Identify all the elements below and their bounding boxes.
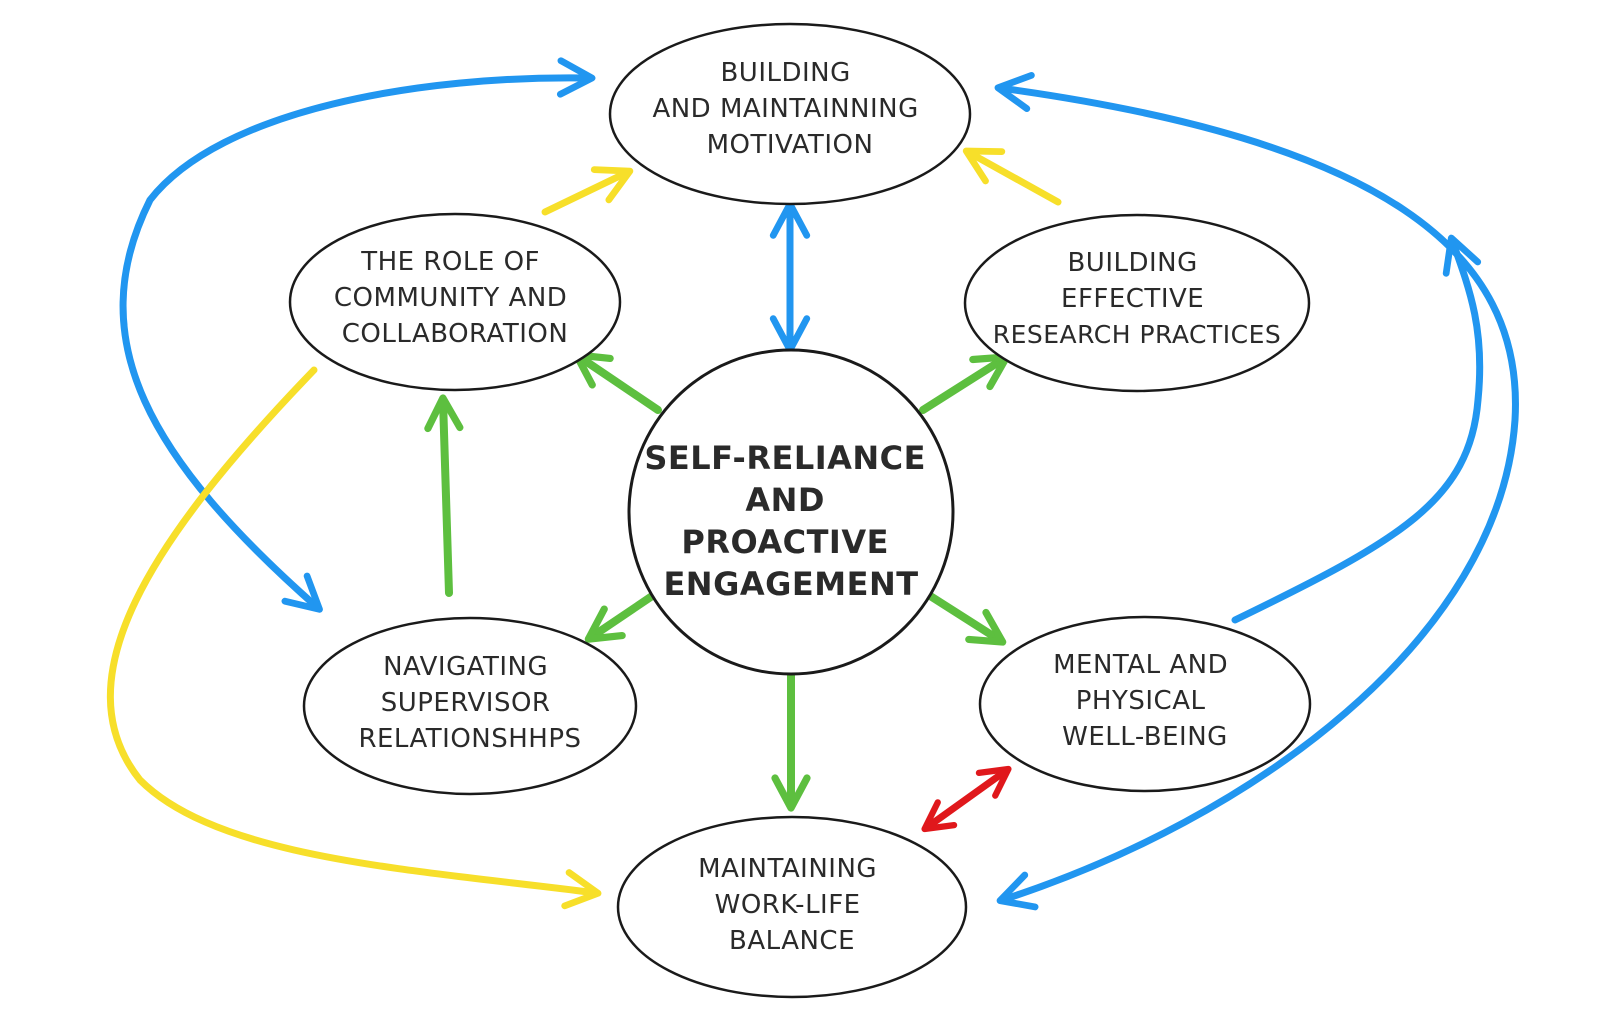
node-motivation-shape (608, 22, 972, 206)
edge-center-supervisor (584, 586, 665, 643)
node-worklife-label: MAINTAINING WORK-LIFE BALANCE (698, 854, 886, 956)
edge-center-wellbeing (920, 588, 1007, 646)
node-motivation-label: BUILDING AND MAINTAINNING MOTIVATION (652, 58, 927, 160)
node-center-shape (627, 348, 955, 676)
node-supervisor-line-2: SUPERVISOR (381, 688, 551, 718)
node-worklife: MAINTAINING WORK-LIFE BALANCE (616, 815, 968, 999)
node-wellbeing-label: MENTAL AND PHYSICAL WELL-BEING (1053, 650, 1237, 752)
connectors (106, 57, 1519, 911)
node-center-line-1: SELF-RELIANCE (644, 439, 926, 477)
node-supervisor-line-1: NAVIGATING (383, 652, 548, 682)
node-supervisor-line-3: RELATIONSHHPS (358, 724, 581, 754)
node-community-label: THE ROLE OF COMMUNITY AND COLLABORATION (334, 247, 576, 349)
edge-center-research (919, 353, 1011, 414)
node-center: SELF-RELIANCE AND PROACTIVE ENGAGEMENT (627, 348, 955, 676)
node-supervisor: NAVIGATING SUPERVISOR RELATIONSHHPS (302, 616, 638, 796)
node-motivation-line-1: BUILDING (720, 58, 850, 88)
node-research-shape (963, 213, 1311, 393)
node-worklife-shape (616, 815, 968, 999)
edge-wellbeing-worklife (921, 765, 1012, 833)
node-wellbeing: MENTAL AND PHYSICAL WELL-BEING (978, 615, 1312, 793)
node-community-shape (288, 212, 622, 392)
edge-supervisor-community (424, 394, 464, 597)
edge-supervisor-motivation (119, 57, 596, 613)
node-center-label: SELF-RELIANCE AND PROACTIVE ENGAGEMENT (644, 439, 937, 603)
node-wellbeing-line-1: MENTAL AND (1053, 650, 1228, 680)
node-research-line-3: RESEARCH PRACTICES (993, 320, 1282, 349)
node-center-line-4: ENGAGEMENT (663, 565, 918, 603)
node-wellbeing-line-3: WELL-BEING (1062, 722, 1228, 752)
node-worklife-line-3: BALANCE (729, 926, 855, 956)
node-worklife-line-2: WORK-LIFE (715, 890, 861, 920)
edge-research-motivation (962, 147, 1062, 206)
node-research-label: BUILDING EFFECTIVE RESEARCH PRACTICES (993, 248, 1282, 349)
edge-community-worklife (106, 366, 602, 910)
node-research-line-1: BUILDING (1067, 248, 1197, 278)
edge-wellbeing-motivation (1231, 234, 1484, 624)
node-community-line-1: THE ROLE OF (360, 247, 540, 277)
node-research: BUILDING EFFECTIVE RESEARCH PRACTICES (963, 213, 1311, 393)
node-motivation-line-3: MOTIVATION (707, 130, 874, 160)
node-community-line-2: COMMUNITY AND (334, 283, 567, 313)
node-supervisor-shape (302, 616, 638, 796)
edge-community-motivation (541, 166, 634, 216)
node-supervisor-label: NAVIGATING SUPERVISOR RELATIONSHHPS (358, 652, 581, 754)
node-motivation-line-2: AND MAINTAINNING (652, 94, 918, 124)
node-wellbeing-shape (978, 615, 1312, 793)
node-worklife-line-1: MAINTAINING (698, 854, 877, 884)
node-research-line-2: EFFECTIVE (1061, 284, 1204, 314)
node-community: THE ROLE OF COMMUNITY AND COLLABORATION (288, 212, 622, 392)
node-center-line-2: AND (745, 481, 825, 519)
node-center-line-3: PROACTIVE (681, 523, 889, 561)
node-wellbeing-line-2: PHYSICAL (1076, 686, 1206, 716)
node-community-line-3: COLLABORATION (342, 319, 569, 349)
edge-center-community (572, 351, 662, 414)
node-motivation: BUILDING AND MAINTAINNING MOTIVATION (608, 22, 972, 206)
edge-worklife-motivation (994, 71, 1519, 911)
